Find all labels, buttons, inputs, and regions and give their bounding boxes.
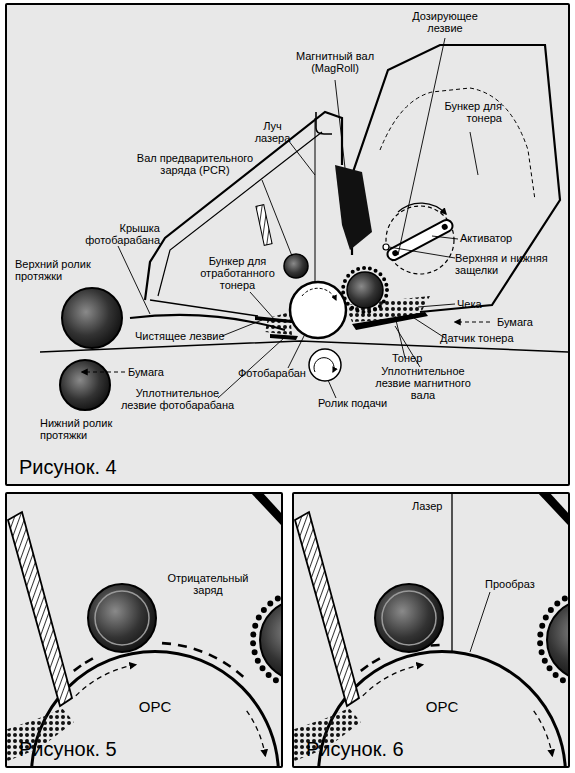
part-label: Чистящее лезвие (135, 330, 230, 342)
part-label: Бумага (128, 366, 178, 378)
figure-panel: Рисунок. 5 OPC (5, 492, 283, 768)
part-label: Нижний ролик протяжки (40, 417, 130, 441)
part-label: Датчик тонера (440, 332, 530, 344)
part-label: Прообраз (485, 578, 545, 590)
part-label: Луч лазера (250, 120, 295, 144)
part-label: Магнитный вал (MagRoll) (290, 50, 380, 74)
part-label: Верхний ролик протяжки (15, 258, 105, 282)
figure-caption: Рисунок. 6 (306, 738, 404, 760)
part-label: Ролик подачи (318, 397, 398, 409)
figure-caption: Рисунок. 5 (19, 738, 117, 760)
drum-label: OPC (317, 698, 567, 715)
part-label: Бункер для тонера (440, 100, 502, 124)
part-label: Уплотнительное лезвие фотобарабана (120, 387, 235, 411)
part-label: Тонер (392, 352, 432, 364)
part-label: Вал предварительного заряда (PCR) (120, 152, 270, 176)
part-label: Отрицательный заряд (158, 572, 258, 596)
part-label: Дозирующее лезвие (405, 10, 485, 34)
figure-caption: Рисунок. 4 (19, 456, 117, 478)
part-label: Фотобарабан (238, 367, 313, 379)
part-label: Лазер (412, 500, 452, 512)
part-label: Верхняя и нижняя защелки (455, 252, 550, 276)
part-label: Крышка фотобарабана (75, 222, 160, 246)
figure-panel: Рисунок. 6 OPC (292, 492, 570, 768)
part-label: Бункер для отработанного тонера (195, 255, 280, 291)
part-label: Уплотнительное лезвие магнитного вала (368, 365, 478, 401)
part-label: Бумага (497, 316, 547, 328)
part-label: Активатор (460, 232, 530, 244)
drum-label: OPC (30, 698, 280, 715)
part-label: Чека (457, 298, 497, 310)
